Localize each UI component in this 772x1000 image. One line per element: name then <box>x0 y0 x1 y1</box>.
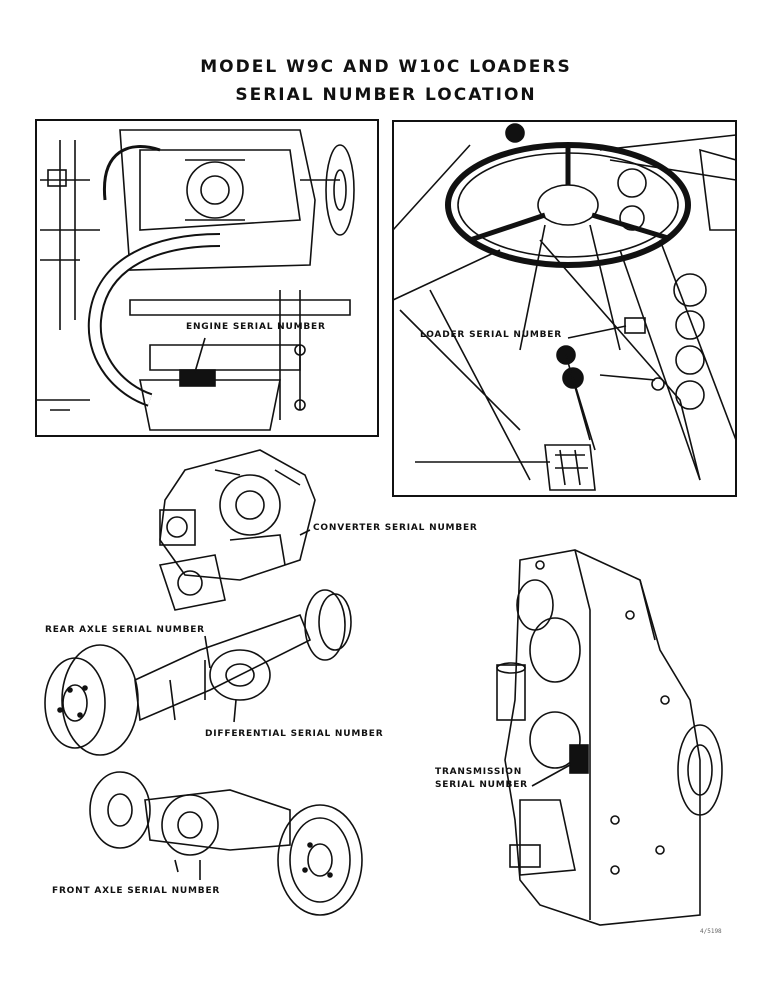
engine-illustration <box>35 119 379 437</box>
transmission-serial-number-label-line2: SERIAL NUMBER <box>435 780 528 790</box>
converter-illustration <box>158 449 316 611</box>
page-subtitle: SERIAL NUMBER LOCATION <box>235 85 537 105</box>
front-axle-serial-number-label: FRONT AXLE SERIAL NUMBER <box>52 886 221 896</box>
loader-serial-number-label: LOADER SERIAL NUMBER <box>420 330 562 340</box>
transmission-illustration <box>496 549 723 926</box>
transmission-serial-number-label-line1: TRANSMISSION <box>435 767 523 777</box>
rear-axle-illustration <box>44 589 352 756</box>
cab-illustration <box>392 120 737 497</box>
rear-axle-serial-number-label: REAR AXLE SERIAL NUMBER <box>45 625 205 635</box>
page-title: MODEL W9C AND W10C LOADERS <box>200 57 572 77</box>
footer-code: 4/5198 <box>700 928 722 935</box>
engine-serial-number-label: ENGINE SERIAL NUMBER <box>186 322 326 332</box>
front-axle-illustration <box>89 771 363 916</box>
differential-serial-number-label: DIFFERENTIAL SERIAL NUMBER <box>205 729 384 739</box>
converter-serial-number-label: CONVERTER SERIAL NUMBER <box>313 523 478 533</box>
